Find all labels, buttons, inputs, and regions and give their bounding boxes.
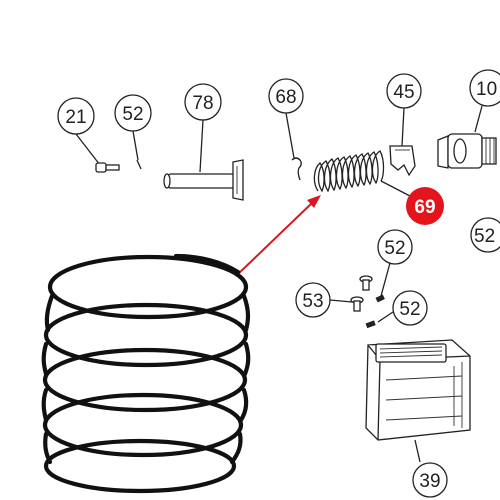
part-69-spring-small — [313, 150, 385, 193]
part-52-pin-b — [375, 294, 385, 303]
callout-53[interactable]: 53 — [295, 282, 353, 318]
part-52-pin-a — [136, 159, 142, 170]
callout-68[interactable]: 68 — [268, 78, 304, 159]
arrow-head-icon — [307, 195, 321, 208]
callout-78[interactable]: 78 — [184, 83, 222, 173]
part-10-valve-body — [437, 133, 497, 169]
callout-21[interactable]: 21 — [57, 97, 101, 166]
callout-52-lower-label: 52 — [399, 299, 420, 320]
callout-39[interactable]: 39 — [412, 462, 448, 498]
callout-10-label: 10 — [476, 79, 497, 100]
callout-39-label: 39 — [419, 471, 440, 492]
callout-68-label: 68 — [275, 87, 296, 108]
callout-53-label: 53 — [302, 291, 323, 312]
callout-69-label: 69 — [414, 197, 435, 218]
callout-52-right-edge-label: 52 — [474, 226, 495, 247]
callout-52-right-edge[interactable]: 52 — [470, 217, 500, 253]
part-52-pin-c — [365, 320, 376, 329]
callout-52-upper-left-label: 52 — [122, 104, 143, 125]
callout-52-middle-label: 52 — [384, 238, 405, 259]
part-78-shaft — [163, 159, 244, 201]
callout-10[interactable]: 10 — [469, 69, 500, 133]
callout-69-highlighted[interactable]: 69 — [380, 180, 444, 225]
part-53-screws — [350, 275, 373, 312]
part-21-screw — [95, 162, 120, 173]
callout-78-label: 78 — [192, 93, 213, 114]
zoom-arrow — [235, 195, 321, 277]
callout-52-upper-left[interactable]: 52 — [114, 94, 152, 161]
callout-21-label: 21 — [65, 107, 86, 128]
part-68-clip — [291, 157, 302, 181]
large-spring-closeup — [41, 253, 251, 494]
callout-45[interactable]: 45 — [386, 73, 422, 147]
part-45-bracket — [389, 145, 416, 177]
callout-69-badge — [406, 187, 444, 225]
callout-52-middle[interactable]: 52 — [377, 229, 413, 297]
part-39-housing — [365, 339, 471, 463]
callout-52-lower[interactable]: 52 — [377, 290, 428, 326]
callout-45-label: 45 — [393, 82, 414, 103]
